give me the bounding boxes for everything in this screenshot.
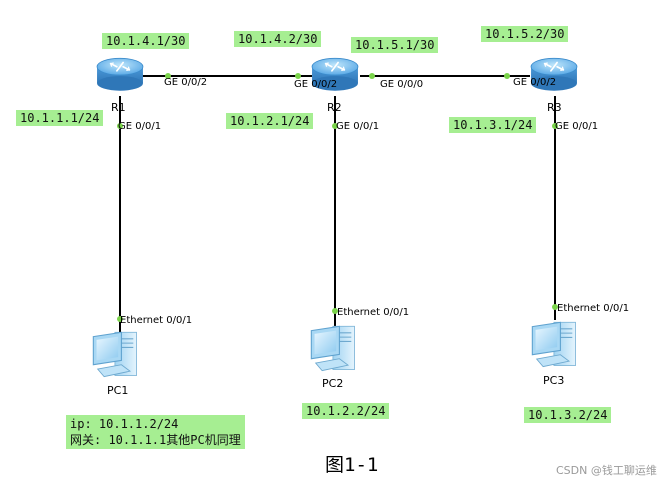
r2-lan-address: 10.1.2.1/24 [226,113,314,129]
r1-port-ge002: GE 0/0/2 [164,77,208,88]
pc1-config-note: ip: 10.1.1.2/24 网关: 10.1.1.1其他PC机同理 [66,415,245,449]
router-r1-icon[interactable] [96,57,144,92]
pc3-icon[interactable] [531,321,577,368]
r2-port-ge000: GE 0/0/0 [380,79,424,90]
pc3-port-eth: Ethernet 0/0/1 [557,303,630,314]
r2-link-right-address: 10.1.5.1/30 [351,37,439,53]
pc1-icon[interactable] [92,331,138,378]
port-dot [332,123,338,129]
port-dot [117,123,123,129]
router-r3-label: R3 [547,101,562,114]
pc2-icon[interactable] [310,325,356,372]
r2-link-left-address: 10.1.4.2/30 [234,31,322,47]
pc1-ip-line: ip: 10.1.1.2/24 [70,417,179,431]
port-dot [504,73,510,79]
pc2-ip-address: 10.1.2.2/24 [302,403,390,419]
pc1-port-eth: Ethernet 0/0/1 [120,315,193,326]
figure-caption: 图1-1 [325,454,379,476]
r3-lan-address: 10.1.3.1/24 [449,117,537,133]
port-dot [117,316,123,322]
port-dot [165,73,171,79]
port-dot [552,123,558,129]
r1-lan-address: 10.1.1.1/24 [16,110,104,126]
r2-port-ge001: GE 0/0/1 [336,121,380,132]
r2-port-ge002: GE 0/0/2 [294,79,338,90]
r1-link-address: 10.1.4.1/30 [102,33,190,49]
pc3-ip-address: 10.1.3.2/24 [524,407,612,423]
pc2-label: PC2 [322,377,344,390]
pc1-gateway-line: 网关: 10.1.1.1其他PC机同理 [70,433,241,447]
pc2-port-eth: Ethernet 0/0/1 [337,307,410,318]
pc1-label: PC1 [107,384,129,397]
r3-link-address: 10.1.5.2/30 [481,26,569,42]
r1-port-ge001: GE 0/0/1 [118,121,162,132]
router-r1-label: R1 [111,101,126,114]
pc3-label: PC3 [543,374,565,387]
port-dot [552,304,558,310]
port-dot [369,73,375,79]
r3-port-ge002: GE 0/0/2 [513,77,557,88]
port-dot [332,308,338,314]
r3-port-ge001: GE 0/0/1 [555,121,599,132]
watermark: CSDN @钱工聊运维 [556,464,657,477]
router-r2-label: R2 [327,101,342,114]
port-dot [295,73,301,79]
